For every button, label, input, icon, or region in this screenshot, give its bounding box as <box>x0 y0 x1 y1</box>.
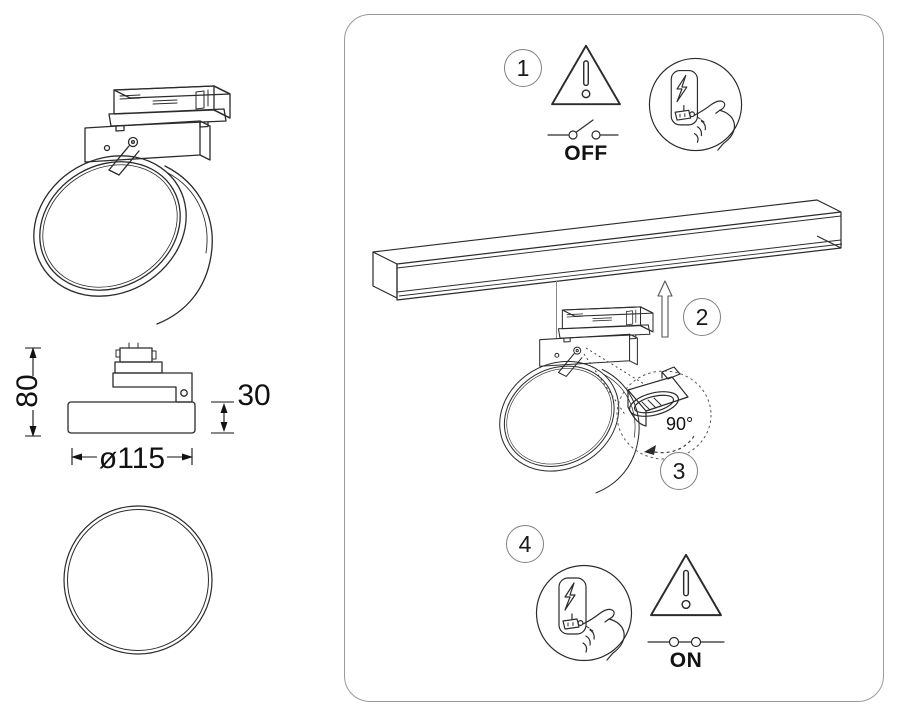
instruction-panel <box>344 14 884 702</box>
step-3-number: 3 <box>672 457 686 484</box>
dimension-height-label: 80 <box>11 374 44 408</box>
step-1-number: 1 <box>516 54 530 81</box>
rotation-angle-label: 90° <box>666 414 694 434</box>
arrow-up-icon <box>657 280 673 338</box>
switch-open-icon <box>547 119 619 140</box>
track-rail-icon <box>372 199 843 301</box>
side-dimension-view <box>25 342 234 465</box>
step-2-badge: 2 <box>683 298 721 336</box>
detail-leader-lines <box>583 347 645 417</box>
dimension-diameter-label: ø115 <box>98 442 166 475</box>
spotlight-3d-view <box>7 85 231 325</box>
step-4-badge: 4 <box>506 525 544 563</box>
top-view-circle <box>63 505 213 655</box>
step-3-badge: 3 <box>660 452 698 490</box>
dimension-body-height-label: 30 <box>237 379 271 412</box>
hand-press-switch-icon <box>535 564 633 662</box>
rotate-lock-icon <box>616 366 712 460</box>
warning-triangle-icon <box>650 553 722 617</box>
step-2-number: 2 <box>695 303 709 330</box>
switch-off-label: OFF <box>564 142 608 165</box>
dimension-line-diameter <box>71 448 193 465</box>
switch-on-label: ON <box>669 649 703 672</box>
step-4-number: 4 <box>518 530 532 557</box>
alignment-guide-line <box>556 281 557 339</box>
dimension-line-body-height <box>211 401 234 434</box>
dimension-line-height <box>25 347 41 437</box>
hand-press-switch-icon <box>648 57 743 152</box>
step-1-badge: 1 <box>504 49 542 87</box>
switch-closed-icon <box>647 636 725 648</box>
warning-triangle-icon <box>551 44 621 106</box>
